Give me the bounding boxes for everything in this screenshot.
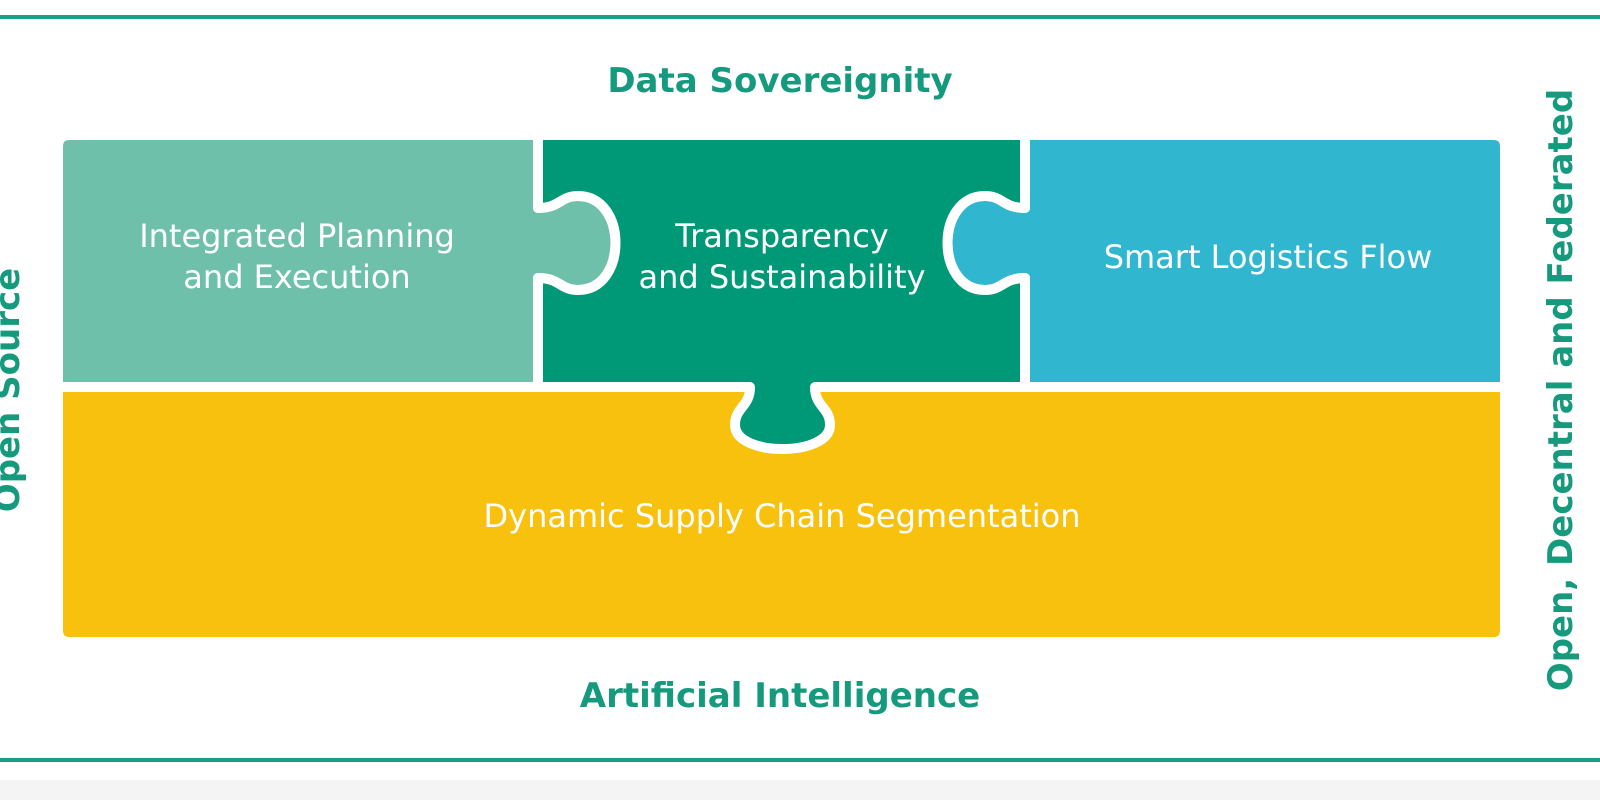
frame-bottom-label: Artificial Intelligence — [580, 676, 980, 716]
logistics-label: Smart Logistics Flow — [1104, 238, 1433, 276]
planning-label-line2: and Execution — [183, 258, 410, 296]
puzzle-pieces — [53, 130, 1510, 647]
transparency-label-line1: Transparency — [674, 217, 888, 255]
piece-segmentation — [53, 382, 1510, 647]
transparency-label-line2: and Sustainability — [638, 258, 925, 296]
frame-right-label: Open, Decentral and Federated — [1541, 89, 1581, 691]
frame-bottom-line — [0, 758, 1600, 762]
segmentation-label: Dynamic Supply Chain Segmentation — [484, 497, 1081, 535]
frame-top-line — [0, 15, 1600, 19]
piece-transparency — [533, 130, 1030, 454]
frame-left-label: Open Source — [0, 268, 28, 512]
planning-label-line1: Integrated Planning — [139, 217, 455, 255]
frame-top-label: Data Sovereignity — [607, 61, 952, 101]
